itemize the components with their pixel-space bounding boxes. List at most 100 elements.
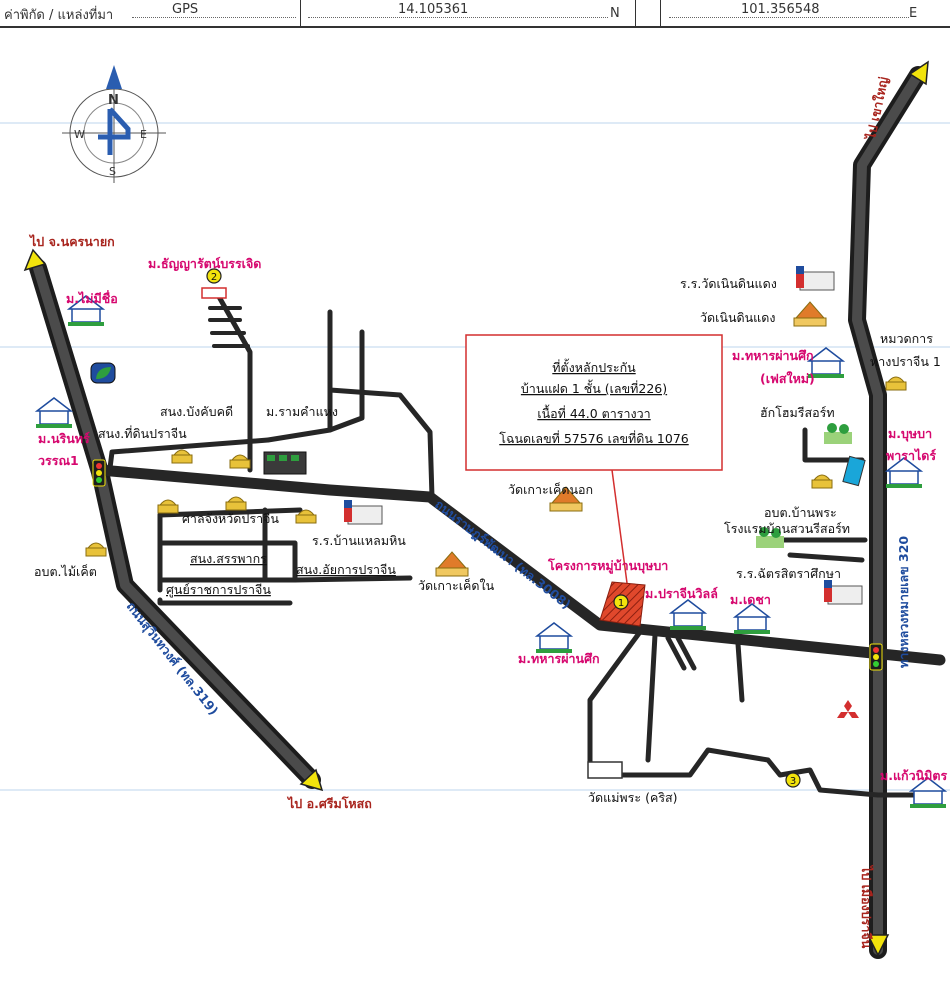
coord-label-dots bbox=[132, 17, 296, 18]
label-bussaba-2: พาราไดร์ bbox=[886, 448, 936, 463]
label-government-center: ศูนย์ราชการปราจีน bbox=[166, 582, 271, 598]
government-building-icon bbox=[157, 499, 179, 514]
infobox-title: ที่ตั้งหลักประกัน bbox=[552, 358, 636, 375]
village-gate-icon bbox=[201, 287, 227, 299]
house-icon bbox=[908, 777, 948, 808]
road-gov-mid bbox=[157, 540, 298, 583]
traffic-light-east bbox=[869, 643, 883, 671]
road-south-spur-2 bbox=[665, 635, 687, 671]
mitsubishi-logo-icon bbox=[837, 700, 859, 718]
latitude-dir: N bbox=[610, 6, 620, 21]
longitude-value: 101.356548 bbox=[739, 2, 822, 17]
traffic-light-west bbox=[92, 459, 106, 487]
label-naris-1: ม.นรินทร์ bbox=[38, 431, 90, 446]
resort-icon bbox=[824, 423, 852, 444]
road-mae-phra bbox=[587, 747, 881, 798]
svg-text:3: 3 bbox=[790, 776, 796, 787]
road-land-office bbox=[107, 437, 271, 471]
latitude-cell: 14.105361 N bbox=[300, 0, 636, 26]
government-building-icon bbox=[171, 449, 193, 464]
label-road-highway-320: ทางหลวงหมายเลข 320 bbox=[896, 536, 911, 668]
house-icon bbox=[732, 603, 772, 634]
label-to-sri-maha-phot: ไป อ.ศรีมโหสถ bbox=[286, 796, 372, 811]
compass-n: N bbox=[108, 93, 119, 108]
label-project: โครงการหมู่บ้านบุษบา bbox=[547, 558, 668, 574]
coordinate-header: ค่าพิกัด / แหล่งที่มา GPS 14.105361 N 10… bbox=[0, 0, 950, 28]
road-highway-320-outline bbox=[848, 66, 927, 959]
collateral-info-box bbox=[465, 334, 723, 471]
leaf-logo-icon bbox=[90, 362, 116, 384]
marker-1: 1 bbox=[613, 594, 629, 610]
house-icon bbox=[806, 347, 846, 378]
government-building-icon bbox=[295, 509, 317, 524]
label-thahan-new-2: (เฟสใหม่) bbox=[760, 371, 815, 386]
label-thanyarat: ม.ธัญญารัตน์บรรเจิด bbox=[148, 256, 261, 271]
label-wat-ko-khet-nok: วัดเกาะเค็ดนอก bbox=[508, 482, 593, 497]
house-icon bbox=[668, 599, 708, 630]
label-school-noen-din-daeng: ร.ร.วัดเนินดินแดง bbox=[680, 276, 777, 291]
road-south-spur-1 bbox=[645, 632, 658, 763]
longitude-dir: E bbox=[909, 6, 918, 21]
government-building-icon bbox=[225, 496, 247, 511]
road-south-spur-4 bbox=[735, 641, 745, 703]
label-school-laem-hin: ร.ร.บ้านแหลมหิน bbox=[312, 533, 406, 548]
label-hug-home: ฮักโฮมรีสอร์ท bbox=[760, 405, 835, 420]
infobox-line1: บ้านแฝด 1 ชั้น (เลขที่226) bbox=[521, 379, 667, 396]
compass-w: W bbox=[74, 128, 85, 141]
arrow-to-mueang-prachin bbox=[866, 934, 890, 957]
label-land-office: สนง.ที่ดินปราจีน bbox=[98, 425, 187, 441]
location-map: N S E W ที่ตั้งหลักประกัน บ้านแฝด 1 ชั้น… bbox=[0, 60, 950, 959]
marker-3: 3 bbox=[785, 772, 801, 788]
road-mid-loop bbox=[327, 387, 435, 500]
road-gov-top bbox=[157, 507, 303, 518]
arrow-to-khao-yai bbox=[908, 60, 929, 86]
arrow-to-sri-maha-phot bbox=[299, 768, 324, 792]
house-icon bbox=[66, 295, 106, 326]
road-gov-long-west bbox=[157, 597, 293, 606]
label-highway-district-1: หมวดการ bbox=[880, 331, 933, 346]
label-obt-ban-phra: อบต.บ้านพระ bbox=[764, 505, 837, 520]
label-obt-mai-khet: อบต.ไม้เค็ต bbox=[34, 564, 97, 579]
school-icon bbox=[344, 500, 383, 525]
label-enforcement: สนง.บังคับคดี bbox=[160, 404, 233, 419]
lon-dots bbox=[669, 17, 909, 18]
label-bussaba-1: ม.บุษบา bbox=[888, 426, 932, 442]
government-building-icon bbox=[811, 474, 833, 489]
school-icon bbox=[796, 266, 835, 291]
resort-icon bbox=[756, 527, 784, 548]
road-attorney bbox=[292, 575, 413, 583]
coord-source: GPS bbox=[170, 2, 201, 17]
label-ramkhamhaeng: ม.รามคำแหง bbox=[266, 404, 338, 419]
svg-text:2: 2 bbox=[211, 272, 217, 283]
label-to-mueang-prachin: ไป เมืองปราจีน bbox=[859, 864, 874, 949]
label-det-cha: ม.เดชา bbox=[730, 592, 771, 607]
road-south-loop-west bbox=[587, 629, 643, 778]
label-naris-2: วรรณ1 bbox=[38, 453, 79, 468]
pool-icon bbox=[842, 455, 866, 487]
compass-e: E bbox=[140, 128, 147, 141]
label-thahan: ม.ทหารผ่านศึก bbox=[518, 651, 600, 666]
infobox-line3: โฉนดเลขที่ 57576 เลขที่ดิน 1076 bbox=[499, 430, 689, 446]
label-school-chatsiri: ร.ร.ฉัตรสิตราศึกษา bbox=[736, 566, 841, 581]
government-building-icon bbox=[229, 454, 251, 469]
compass-rose bbox=[62, 65, 166, 183]
compass-s: S bbox=[109, 165, 116, 178]
coord-label: ค่าพิกัด / แหล่งที่มา bbox=[4, 8, 114, 23]
road-ramkhamhaeng-north bbox=[265, 309, 333, 443]
label-prachin-ville: ม.ปราจีนวิลล์ bbox=[645, 586, 718, 601]
government-building-icon bbox=[885, 376, 907, 391]
road-ramkhamhaeng-east bbox=[327, 329, 365, 433]
marker-2: 2 bbox=[206, 268, 222, 284]
coord-label-cell: ค่าพิกัด / แหล่งที่มา GPS bbox=[0, 0, 301, 26]
road-highway-320-center bbox=[852, 70, 923, 955]
latitude-value: 14.105361 bbox=[396, 2, 471, 17]
label-provincial-court: ศาลจังหวัดปราจีน bbox=[182, 511, 279, 526]
label-suan-resort: โรงแรมบ้านสวนรีสอร์ท bbox=[724, 521, 850, 536]
label-revenue: สนง.สรรพากร bbox=[190, 551, 267, 566]
house-icon bbox=[884, 457, 924, 488]
church-icon bbox=[587, 761, 623, 779]
lat-dots bbox=[308, 17, 608, 18]
school-icon bbox=[824, 580, 863, 605]
road-suwinthawong-center bbox=[33, 263, 317, 785]
longitude-cell: 101.356548 E bbox=[660, 0, 950, 26]
